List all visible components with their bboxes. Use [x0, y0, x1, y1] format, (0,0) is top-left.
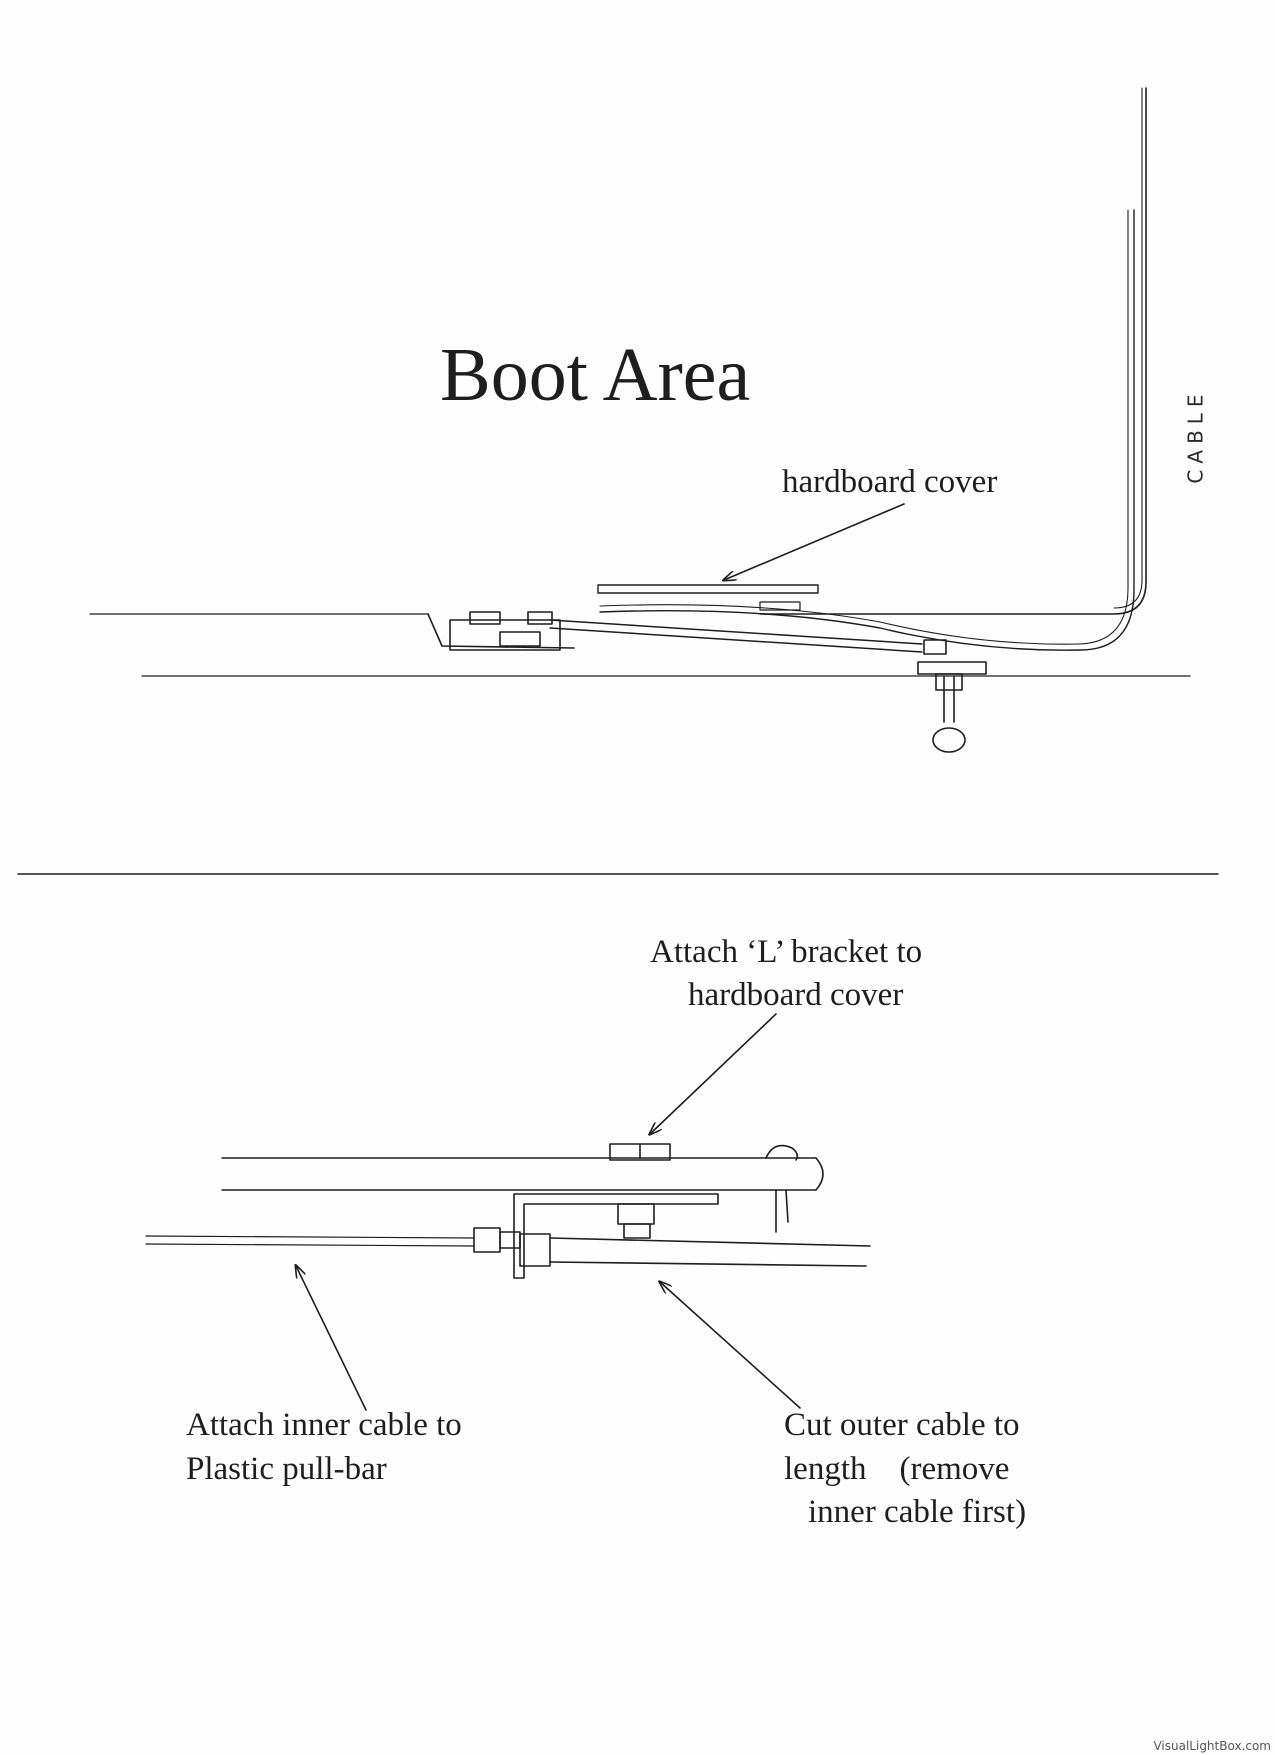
cable-label: CABLE: [1183, 388, 1208, 484]
inner-cable-label-line2: Plastic pull-bar: [186, 1451, 387, 1487]
outer-cable-label-line3: inner cable first): [808, 1494, 1027, 1530]
outer-cable-arrow: [660, 1282, 801, 1409]
hardboard-cover: [597, 584, 819, 611]
cable-assembly: [145, 1227, 871, 1267]
hardboard-cover-label: hardboard cover: [782, 464, 998, 500]
bracket-label-line1: Attach ‘L’ bracket to: [650, 934, 923, 970]
outer-cable-label-line2: length (remove: [784, 1451, 1010, 1487]
outer-cable-label-line1: Cut outer cable to: [784, 1407, 1020, 1443]
boot-floor-section: [89, 613, 1191, 677]
pull-bar-tube: [221, 1143, 824, 1233]
pull-rod-assembly: [449, 611, 987, 753]
bracket-arrow: [650, 1013, 777, 1134]
bracket-label-line2: hardboard cover: [688, 977, 904, 1013]
hardboard-arrow: [724, 503, 905, 580]
diagram-title: Boot Area: [440, 333, 751, 417]
inner-cable-label-line1: Attach inner cable to: [186, 1407, 462, 1443]
watermark[interactable]: VisualLightBox.com: [1153, 1739, 1271, 1753]
inner-cable-arrow: [296, 1266, 367, 1411]
l-bracket: [513, 1193, 719, 1279]
